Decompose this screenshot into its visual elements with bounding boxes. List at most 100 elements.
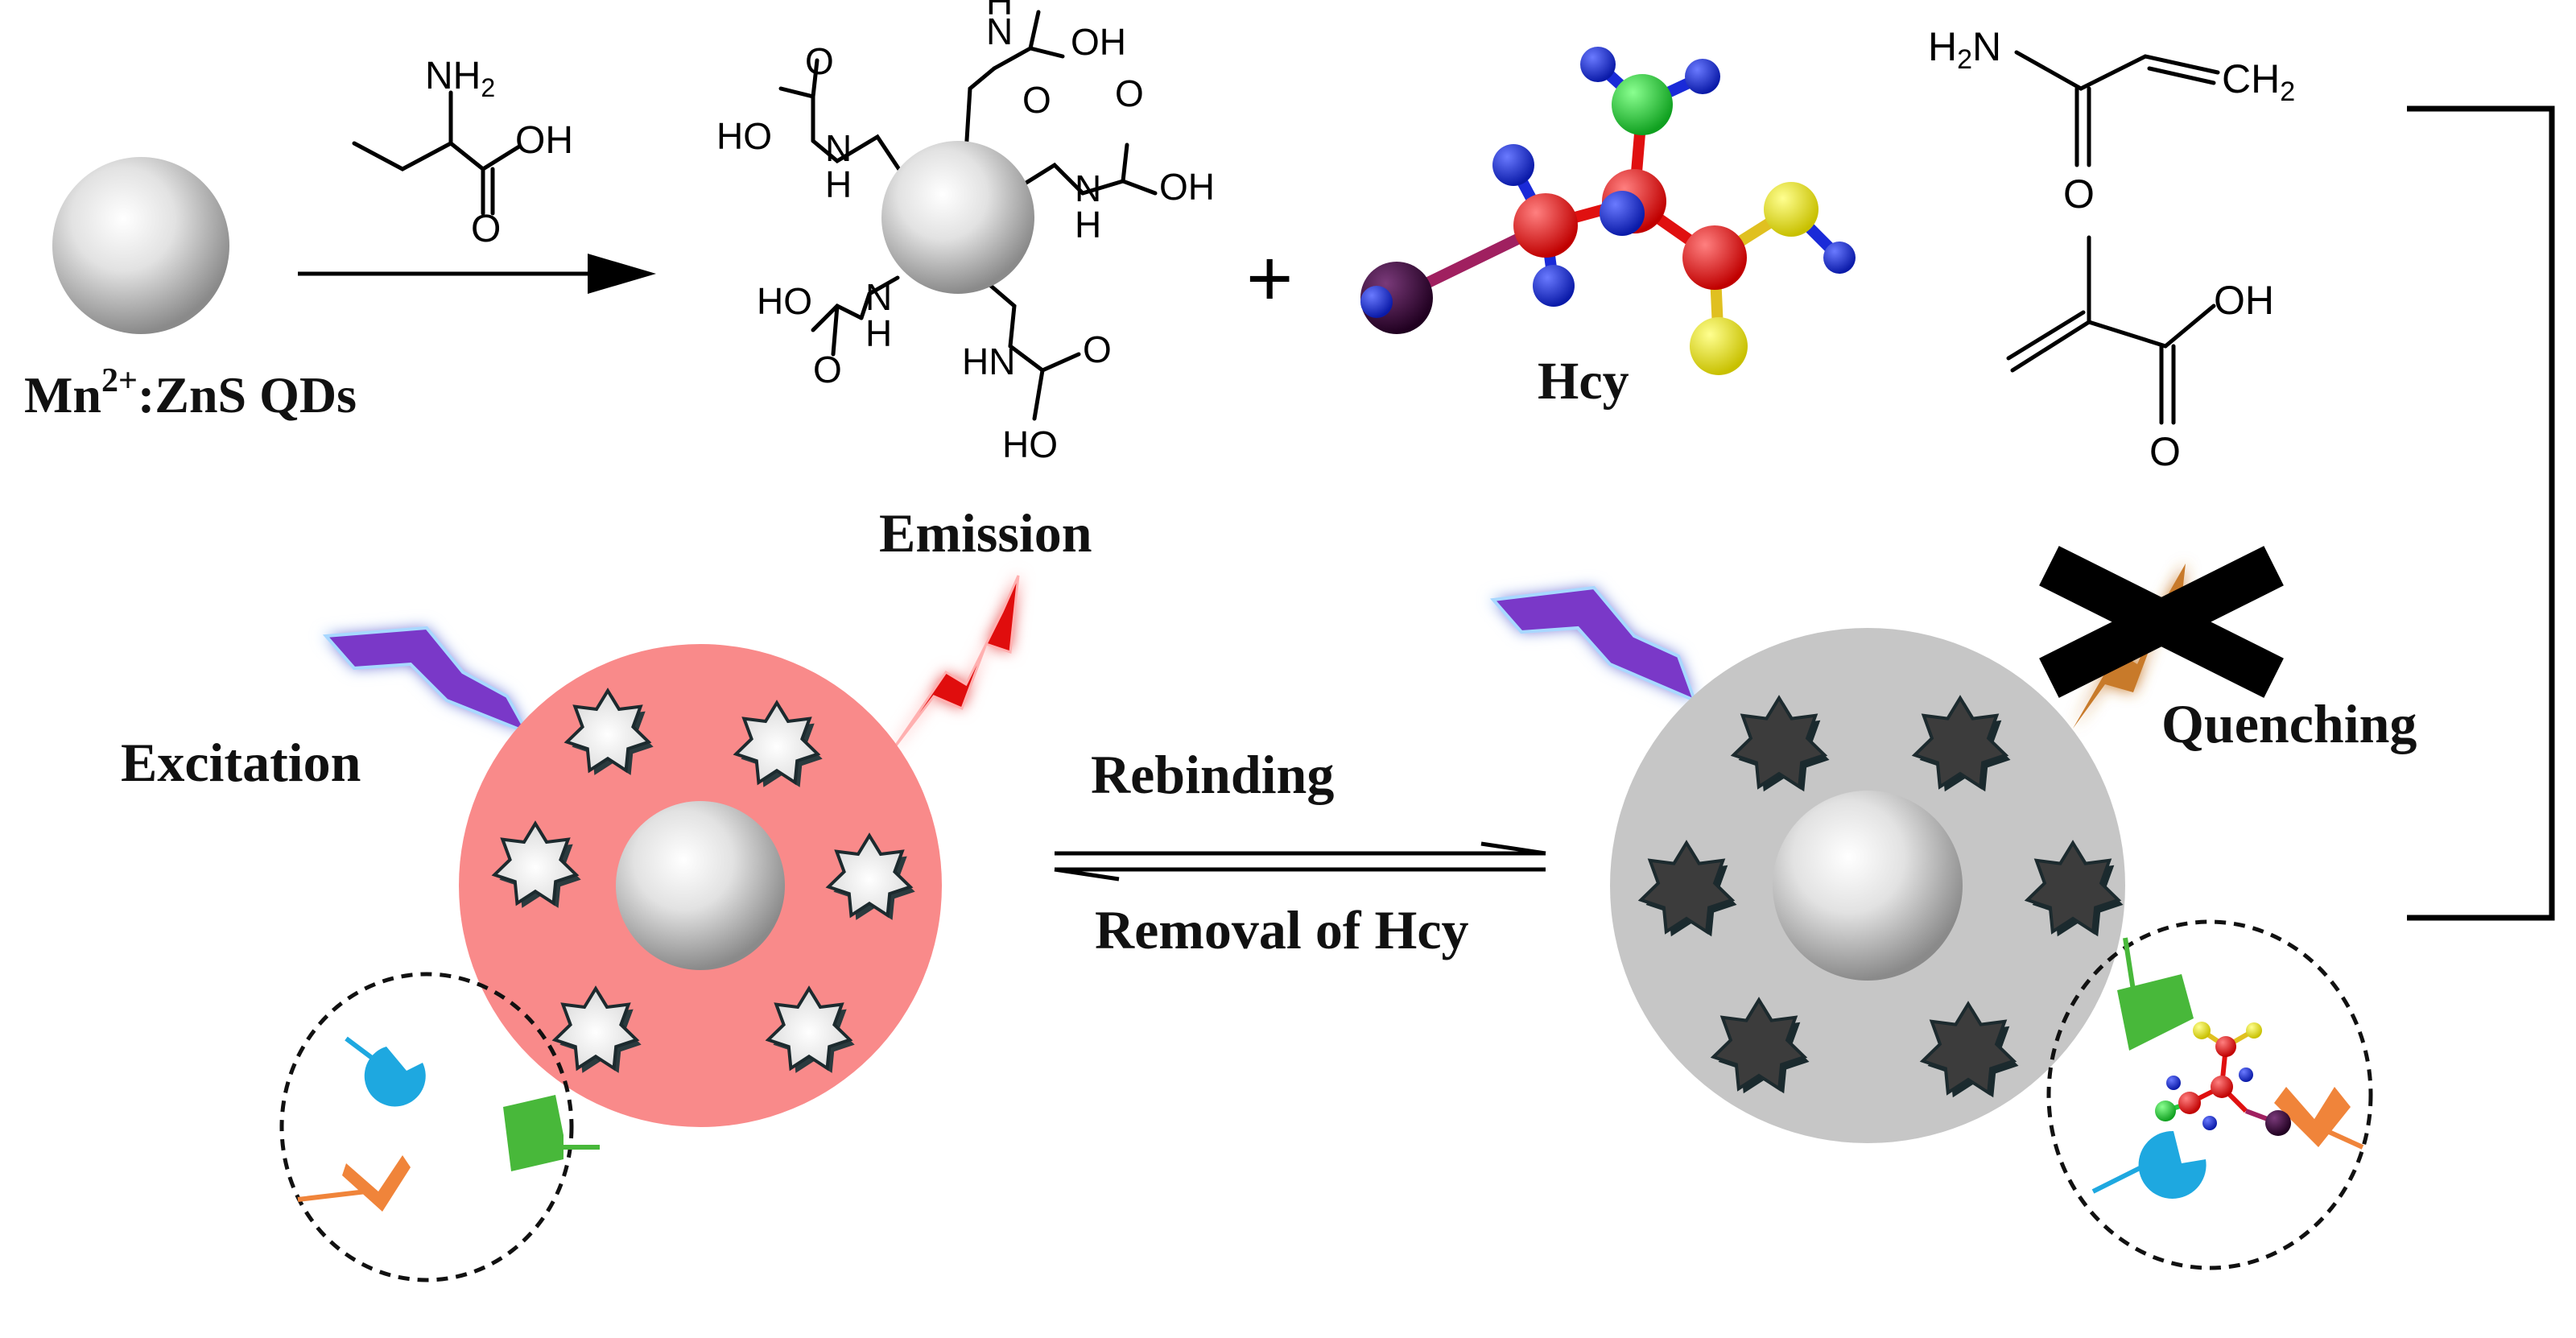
cavity-star bbox=[1730, 695, 1828, 790]
emission-label: Emission bbox=[879, 502, 1092, 564]
h-label-4: H bbox=[865, 312, 892, 354]
h-label-1: H bbox=[825, 163, 852, 205]
ho-label-4: HO bbox=[757, 280, 812, 322]
o-text-acryl: O bbox=[2063, 171, 2095, 217]
mip-core-sphere bbox=[616, 801, 785, 970]
amino-acid-structure: NH2 OH O bbox=[352, 55, 573, 250]
o-label-1: O bbox=[805, 40, 834, 82]
h-label-2: H bbox=[986, 0, 1013, 23]
cavity-star bbox=[1919, 1001, 2017, 1096]
cavity-star bbox=[1710, 997, 1808, 1092]
atom-red bbox=[2215, 1036, 2236, 1057]
atom-green bbox=[2155, 1101, 2176, 1121]
o-label-2: O bbox=[1022, 79, 1051, 121]
qd-sphere bbox=[52, 157, 229, 334]
atom-blue bbox=[1360, 286, 1393, 318]
atom-blue bbox=[1492, 144, 1534, 186]
mip-particle-after bbox=[1610, 628, 2125, 1143]
n-label-2: N bbox=[986, 10, 1013, 52]
atom-red bbox=[1682, 225, 1747, 290]
o-label-3: O bbox=[1115, 72, 1144, 114]
n-label-1: N bbox=[825, 127, 852, 169]
atom-red bbox=[1513, 193, 1578, 258]
o-text-maa: O bbox=[2149, 429, 2181, 474]
quenched-emission bbox=[2039, 546, 2284, 729]
n-label-3: N bbox=[1075, 167, 1101, 209]
atom-blue bbox=[1600, 191, 1645, 236]
atom-red bbox=[2211, 1076, 2233, 1098]
atom-blue bbox=[2239, 1068, 2253, 1082]
atom-blue bbox=[1580, 47, 1616, 82]
bare-qd: Mn2+:ZnS QDs bbox=[24, 157, 357, 423]
oh-label-2: OH bbox=[1071, 21, 1126, 63]
oh-text-maa: OH bbox=[2214, 278, 2274, 323]
equilibrium-arrows bbox=[1054, 841, 1546, 882]
atom-yellow bbox=[1690, 317, 1748, 375]
atom-blue bbox=[1533, 265, 1575, 307]
hcy-label: Hcy bbox=[1538, 352, 1629, 411]
mip-particle-before bbox=[459, 644, 942, 1127]
linker-labels: HO O N H N H OH O N H O OH HO N H O HN O… bbox=[716, 0, 1215, 465]
cavity-star bbox=[1911, 695, 2009, 790]
green-site bbox=[503, 1095, 564, 1171]
cavity-star bbox=[1637, 840, 1736, 935]
plus-sign: + bbox=[1246, 233, 1293, 324]
nh2-text: NH2 bbox=[425, 55, 495, 102]
rebinding-label: Rebinding bbox=[1091, 744, 1334, 805]
emission-bolt bbox=[892, 575, 1020, 750]
atom-yellow bbox=[1764, 182, 1818, 237]
h-label-3: H bbox=[1075, 204, 1101, 246]
reaction-arrow bbox=[298, 254, 656, 294]
binding-site-zoom-occupied bbox=[2046, 919, 2373, 1270]
excitation-bolt-left bbox=[322, 626, 531, 736]
ch2-text: CH2 bbox=[2222, 56, 2295, 107]
atom-blue bbox=[2202, 1116, 2217, 1130]
atom-blue bbox=[1823, 242, 1856, 274]
ho-label-1: HO bbox=[716, 115, 772, 157]
h2n-text: H2N bbox=[1928, 24, 2001, 75]
green-site bbox=[2117, 974, 2194, 1051]
orange-site bbox=[342, 1155, 411, 1212]
oh-text: OH bbox=[515, 119, 573, 162]
mip-core-sphere bbox=[1773, 791, 1963, 981]
hn-label-5: HN bbox=[962, 341, 1015, 382]
cavity-star bbox=[2024, 840, 2122, 935]
excitation-bolt-right bbox=[1489, 585, 1698, 704]
cavity-star bbox=[551, 985, 640, 1072]
cyan-site bbox=[364, 1047, 426, 1107]
excitation-label: Excitation bbox=[121, 732, 361, 793]
linker-bonds bbox=[778, 10, 1158, 421]
cross-mark bbox=[2039, 546, 2284, 698]
quenching-label: Quenching bbox=[2161, 693, 2417, 754]
qd-label: Mn2+:ZnS QDs bbox=[24, 362, 357, 423]
filled-cavities bbox=[1637, 695, 2124, 1098]
cavity-star bbox=[564, 688, 652, 774]
atom-red bbox=[2178, 1092, 2201, 1114]
binding-site-zoom-empty bbox=[279, 972, 600, 1282]
atom-yellow bbox=[2193, 1022, 2211, 1039]
o-label-4: O bbox=[813, 349, 842, 390]
cavity-star bbox=[765, 985, 853, 1072]
bracket bbox=[2407, 105, 2555, 921]
functionalized-qd-sphere bbox=[881, 141, 1034, 294]
empty-cavities bbox=[491, 688, 915, 1073]
cyan-site bbox=[2138, 1130, 2207, 1199]
atom-blue bbox=[2166, 1076, 2181, 1090]
cavity-star bbox=[825, 832, 914, 919]
cavity-star bbox=[491, 820, 580, 906]
methacrylic-acid-structure: OH O bbox=[2006, 235, 2274, 474]
oh-label-3: OH bbox=[1159, 166, 1215, 208]
atom-purple bbox=[2265, 1110, 2291, 1136]
cavity-star bbox=[733, 700, 821, 786]
atom-blue bbox=[1685, 59, 1720, 94]
o-text: O bbox=[471, 208, 501, 250]
functionalized-qd: HO O N H N H OH O N H O OH HO N H O HN O… bbox=[716, 0, 1215, 465]
atom-green bbox=[1612, 74, 1673, 135]
o-label-5: O bbox=[1083, 328, 1112, 370]
removal-label: Removal of Hcy bbox=[1095, 899, 1469, 960]
ho-label-5: HO bbox=[1002, 423, 1058, 465]
orange-site bbox=[2274, 1087, 2351, 1147]
hcy-molecule: Hcy bbox=[1360, 47, 1856, 411]
n-label-4: N bbox=[865, 276, 892, 318]
